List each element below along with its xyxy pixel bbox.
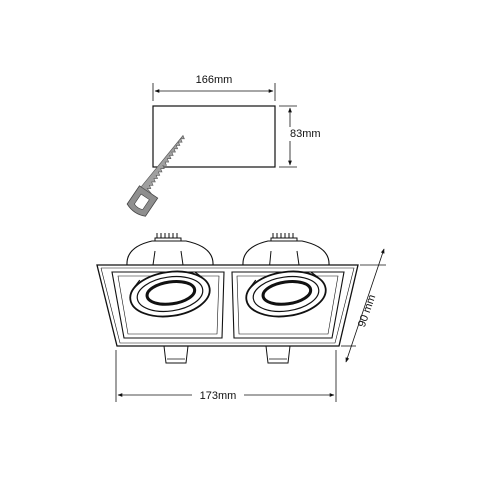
fixture-height-label: 90 mm [356,293,378,329]
cutout-width-label-bg [189,73,239,87]
trim-outer-inner-edge [100,267,355,344]
lamp-body-left [126,240,214,266]
cutout-height-label-bg [288,127,332,141]
hand-saw-icon [126,134,185,217]
cutout-rectangle [152,105,276,168]
fixture-width-label: 173mm [200,390,237,402]
lamp-module-right [245,270,327,318]
cutout-width-label: 166mm [196,74,233,86]
bottom-bracket-right [265,345,291,364]
fixture-group: 173mm 90 mm [96,233,386,402]
cutout-height-label: 83mm [290,128,321,140]
fixture-height-dimension-line [345,248,385,363]
lamp-body-right [242,240,330,266]
fixture-width-label-bg [192,386,244,402]
clip-stem-left-2 [180,250,184,266]
clip-stem-right-2 [296,250,300,266]
bottom-bracket-left [163,345,189,364]
lamp-module-left [129,270,211,318]
cutout-group: 166mm 83mm [152,73,332,168]
